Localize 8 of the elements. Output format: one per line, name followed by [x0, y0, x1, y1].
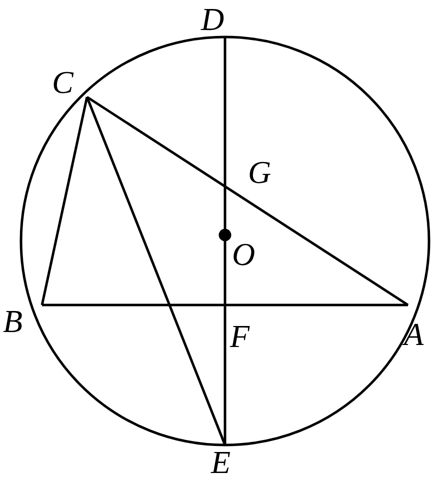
point-label: F — [230, 320, 250, 352]
point-label: A — [404, 318, 424, 350]
point-label: E — [211, 446, 231, 478]
point-label: O — [232, 238, 256, 270]
point-label: D — [201, 3, 224, 35]
point-label: B — [3, 305, 23, 337]
point-label: C — [52, 66, 74, 98]
point-label: G — [248, 156, 272, 188]
